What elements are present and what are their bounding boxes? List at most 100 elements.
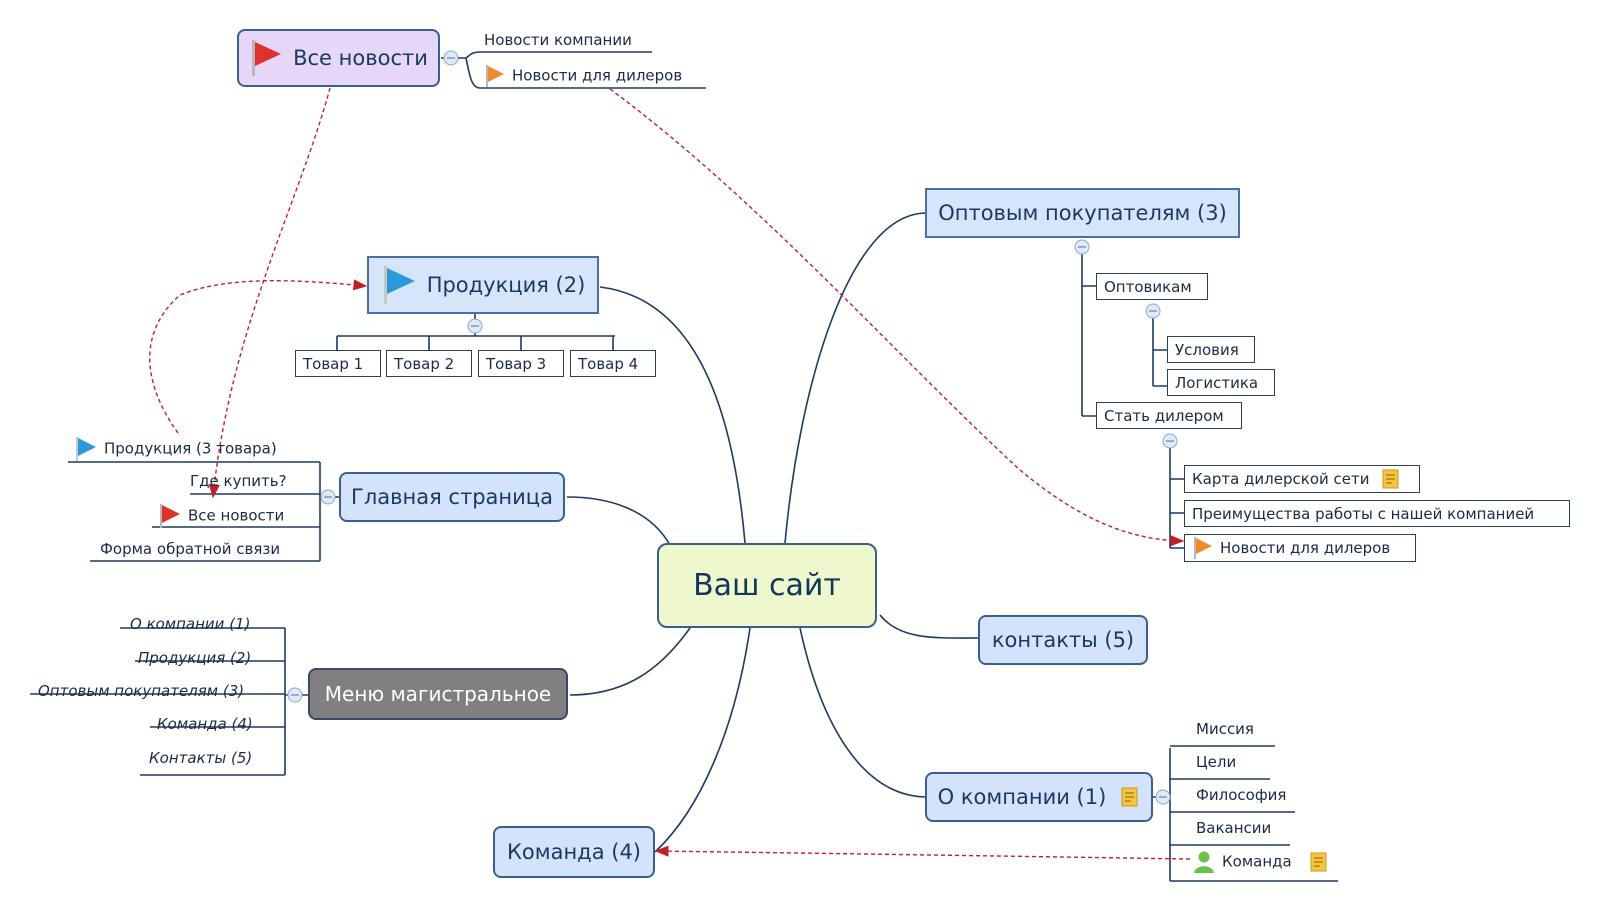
topic-optovym-label: Оптовым покупателям (3) xyxy=(938,201,1227,225)
menu-item-produkcia-label: Продукция (2) xyxy=(138,649,252,667)
subtopic-tovar-4[interactable]: Товар 4 xyxy=(570,350,656,377)
subtopic-logistika-label: Логистика xyxy=(1175,373,1259,392)
subtopic-stat-dilerom-label: Стать дилером xyxy=(1104,406,1224,425)
menu-item-komanda[interactable]: Команда (4) xyxy=(157,715,253,733)
line-news-company xyxy=(441,51,652,59)
subtopic-filosofiya[interactable]: Философия xyxy=(1196,786,1286,804)
subtopic-komanda-label: Команда xyxy=(1222,852,1292,871)
link-news-to-glavnaya-news xyxy=(208,87,331,499)
line-central-komanda xyxy=(654,627,751,853)
subtopic-vakansii[interactable]: Вакансии xyxy=(1196,819,1271,837)
subtopic-missiya[interactable]: Миссия xyxy=(1196,720,1254,738)
line-central-produkcia xyxy=(599,286,746,544)
subtopic-tovar-3-label: Товар 3 xyxy=(486,354,547,373)
topic-komanda-label: Команда (4) xyxy=(506,840,641,864)
menu-item-kontakty[interactable]: Контакты (5) xyxy=(149,749,252,767)
subtopic-tseli-label: Цели xyxy=(1196,753,1237,771)
topic-glavnaya[interactable]: Главная страница xyxy=(339,472,565,522)
menu-item-optovym[interactable]: Оптовым покупателям (3) xyxy=(38,682,244,700)
subtopic-karta-label: Карта дилерской сети xyxy=(1192,470,1370,488)
link-produkcia-3-to-produkcia xyxy=(149,279,368,434)
line-central-o-kompanii xyxy=(799,627,926,798)
red-flag-icon xyxy=(160,504,180,528)
menu-item-komanda-label: Команда (4) xyxy=(157,715,253,733)
menu-item-o-kompanii[interactable]: О компании (1) xyxy=(130,615,250,633)
person-icon xyxy=(1194,851,1214,873)
subtopic-missiya-label: Миссия xyxy=(1196,720,1254,738)
subtopic-feedback-form[interactable]: Форма обратной связи xyxy=(100,540,280,558)
line-optovikam-children xyxy=(1152,311,1167,387)
line-stat-children xyxy=(1169,441,1184,549)
central-topic[interactable]: Ваш сайт xyxy=(657,543,877,628)
subtopic-news-dealers-label: Новости для дилеров xyxy=(512,66,683,85)
subtopic-gde-kupit[interactable]: Где купить? xyxy=(190,472,287,490)
subtopic-news-company-label: Новости компании xyxy=(484,31,632,49)
topic-komanda[interactable]: Команда (4) xyxy=(493,826,655,878)
blue-flag-icon xyxy=(383,266,415,304)
subtopic-tovar-2-label: Товар 2 xyxy=(394,354,455,373)
topic-vse-novosti[interactable]: Все новости xyxy=(237,29,440,87)
line-news-dealers xyxy=(465,57,706,89)
subtopic-news-company[interactable]: Новости компании xyxy=(484,31,632,49)
subtopic-komanda[interactable]: Команда xyxy=(1192,850,1329,874)
line-central-kontakty xyxy=(879,614,979,639)
line-central-menu xyxy=(569,627,691,696)
topic-menu-label: Меню магистральное xyxy=(324,682,552,706)
subtopic-usloviya[interactable]: Условия xyxy=(1167,336,1255,363)
subtopic-logistika[interactable]: Логистика xyxy=(1167,369,1275,396)
menu-item-produkcia[interactable]: Продукция (2) xyxy=(138,649,251,667)
subtopic-stat-dilerom[interactable]: Стать дилером xyxy=(1096,402,1242,429)
central-topic-label: Ваш сайт xyxy=(693,568,841,603)
collapse-marker-minus xyxy=(291,57,1174,798)
menu-item-optovym-label: Оптовым покупателям (3) xyxy=(38,682,245,700)
subtopic-dealer-news-label: Новости для дилеров xyxy=(1220,539,1391,557)
subtopic-feedback-form-label: Форма обратной связи xyxy=(100,540,281,558)
topic-kontakty[interactable]: контакты (5) xyxy=(978,615,1148,665)
topic-optovym[interactable]: Оптовым покупателям (3) xyxy=(925,188,1240,238)
topic-o-kompanii[interactable]: О компании (1) xyxy=(925,772,1153,822)
relationship-links xyxy=(149,87,1191,860)
subtopic-preimushchestva[interactable]: Преимущества работы с нашей компанией xyxy=(1184,500,1570,527)
topic-produkcia-label: Продукция (2) xyxy=(426,273,586,297)
blue-flag-icon xyxy=(76,437,96,461)
subtopic-news-dealers[interactable]: Новости для дилеров xyxy=(484,64,682,88)
note-icon xyxy=(1382,469,1399,489)
subtopic-dealer-news[interactable]: Новости для дилеров xyxy=(1184,534,1416,562)
topic-menu[interactable]: Меню магистральное xyxy=(308,668,568,720)
subtopic-gde-kupit-label: Где купить? xyxy=(190,472,287,490)
subtopic-usloviya-label: Условия xyxy=(1175,340,1239,359)
red-flag-icon xyxy=(252,40,282,76)
subtopic-karta-dilerskoy-seti[interactable]: Карта дилерской сети xyxy=(1184,465,1420,493)
topic-vse-novosti-label: Все новости xyxy=(293,46,428,70)
link-komanda xyxy=(654,845,1191,860)
line-central-optovym xyxy=(784,212,926,544)
subtopic-tovar-4-label: Товар 4 xyxy=(578,354,639,373)
subtopic-vse-novosti-link-label: Все новости xyxy=(188,506,285,525)
note-icon xyxy=(1310,852,1326,872)
orange-flag-icon xyxy=(486,65,504,87)
menu-item-o-kompanii-label: О компании (1) xyxy=(130,615,251,633)
subtopic-optovikam-label: Оптовикам xyxy=(1104,277,1192,296)
subtopic-produkcia-3[interactable]: Продукция (3 товара) xyxy=(74,436,277,462)
subtopic-vakansii-label: Вакансии xyxy=(1196,819,1272,837)
link-dealers-news xyxy=(609,88,1185,547)
topic-produkcia[interactable]: Продукция (2) xyxy=(367,256,599,314)
note-icon xyxy=(1121,787,1138,807)
line-optovym-children xyxy=(1081,247,1096,417)
subtopic-tseli[interactable]: Цели xyxy=(1196,753,1236,771)
subtopic-optovikam[interactable]: Оптовикам xyxy=(1096,273,1208,300)
topic-o-kompanii-label: О компании (1) xyxy=(937,785,1107,809)
topic-kontakty-label: контакты (5) xyxy=(991,628,1135,652)
subtopic-preimushchestva-label: Преимущества работы с нашей компанией xyxy=(1192,504,1535,523)
topic-glavnaya-label: Главная страница xyxy=(351,485,553,509)
subtopic-tovar-1-label: Товар 1 xyxy=(303,354,364,373)
subtopic-produkcia-3-label: Продукция (3 товара) xyxy=(104,439,277,458)
subtopic-filosofiya-label: Философия xyxy=(1196,786,1287,804)
orange-flag-icon xyxy=(1194,537,1212,559)
subtopic-tovar-1[interactable]: Товар 1 xyxy=(295,350,381,377)
subtopic-tovar-2[interactable]: Товар 2 xyxy=(386,350,472,377)
subtopic-vse-novosti-link[interactable]: Все новости xyxy=(158,503,284,529)
subtopic-tovar-3[interactable]: Товар 3 xyxy=(478,350,564,377)
menu-item-kontakty-label: Контакты (5) xyxy=(149,749,253,767)
